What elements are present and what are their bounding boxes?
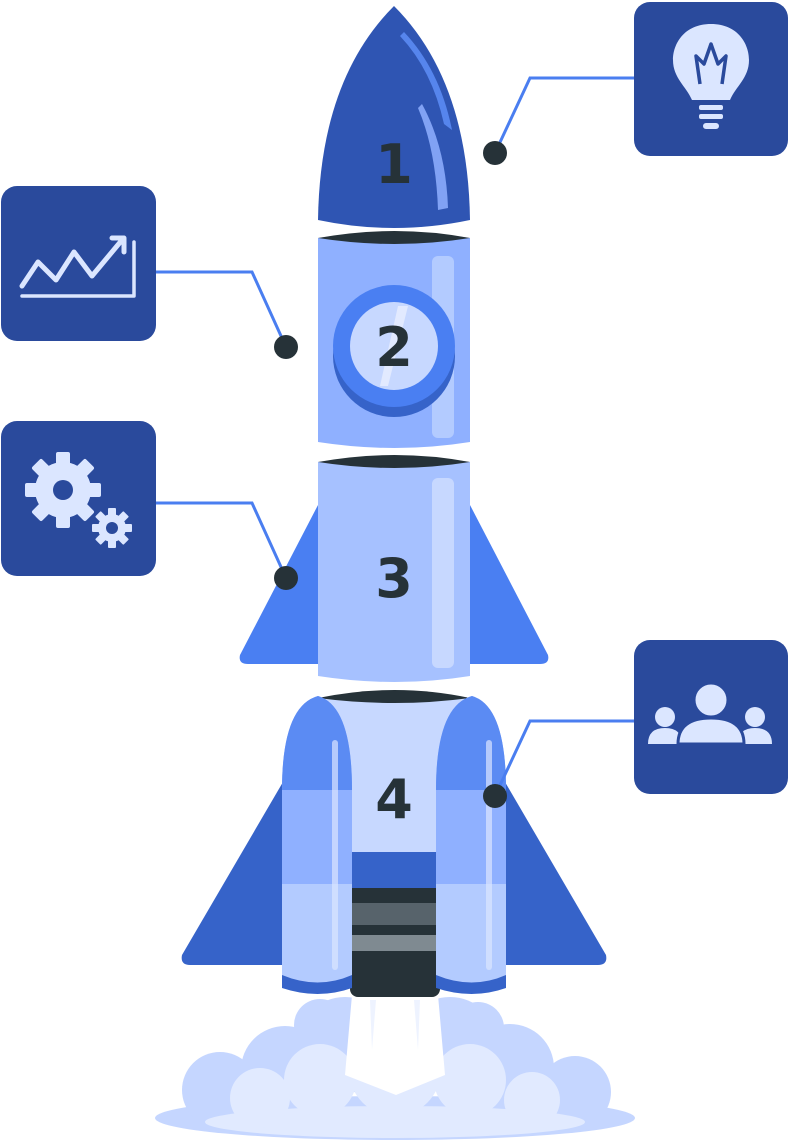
connector-2 bbox=[156, 270, 288, 348]
icon-panel-4 bbox=[634, 640, 788, 794]
connector-dot-3 bbox=[274, 566, 298, 590]
icon-panel-3 bbox=[1, 421, 156, 576]
stage-number-4: 4 bbox=[375, 768, 413, 831]
stage-number-1: 1 bbox=[375, 133, 413, 196]
stage-number-2: 2 bbox=[375, 316, 413, 379]
team-icon bbox=[648, 681, 772, 746]
icon-panel-1 bbox=[634, 2, 788, 156]
lightbulb-icon bbox=[673, 24, 749, 129]
stage-number-3: 3 bbox=[375, 547, 413, 610]
stage-3-body bbox=[318, 455, 470, 682]
connector-dot-1 bbox=[483, 141, 507, 165]
side-boosters bbox=[282, 696, 506, 994]
growth-chart-icon bbox=[19, 235, 136, 298]
smoke-cloud bbox=[155, 995, 635, 1140]
connector-4 bbox=[493, 719, 634, 797]
stage-2-porthole bbox=[333, 285, 455, 417]
stage-1-nose-cone bbox=[318, 6, 470, 228]
gears-icon bbox=[25, 452, 132, 548]
connector-dot-2 bbox=[274, 335, 298, 359]
connector-1 bbox=[493, 76, 634, 154]
icon-panel-2 bbox=[1, 186, 156, 341]
connector-3 bbox=[156, 501, 288, 579]
stage-4-fins bbox=[181, 770, 607, 965]
stage-4-body bbox=[318, 690, 470, 852]
connectors bbox=[156, 76, 634, 797]
connector-dot-4 bbox=[483, 784, 507, 808]
rocket-nozzle bbox=[345, 850, 445, 997]
